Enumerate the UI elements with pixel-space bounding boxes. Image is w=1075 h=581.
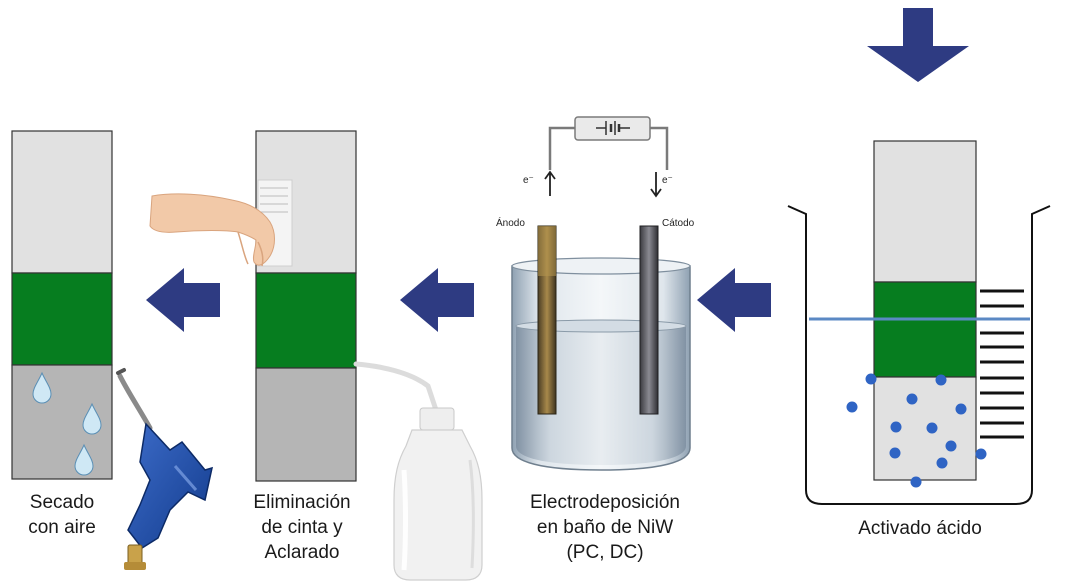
caption-line: Activado ácido: [858, 518, 982, 539]
electron-left-label: e⁻: [523, 175, 534, 186]
electron-right-label: e⁻: [662, 175, 673, 186]
caption-line: Electrodeposición: [530, 492, 680, 513]
process-arrow-icon: [697, 268, 771, 332]
water-droplet-icon: [74, 443, 94, 476]
caption-line: de cinta y: [261, 517, 343, 538]
acid-activation-beaker: [787, 140, 1051, 505]
water-droplet-icon: [82, 402, 102, 435]
air-blow-gun-icon: [116, 368, 214, 570]
caption-line: Secado: [29, 492, 95, 513]
caption-line: con aire: [28, 517, 96, 538]
caption-line: en baño de NiW: [536, 517, 674, 538]
electrodeposition-cell: e⁻ e⁻ Ánodo Cátodo: [496, 116, 695, 471]
hand-icon: [149, 193, 275, 267]
caption-tape-removal: Eliminación de cinta y Aclarado: [232, 490, 372, 565]
process-arrow-icon: [400, 268, 474, 332]
wash-bottle-icon: [353, 361, 483, 581]
power-supply-icon: [574, 116, 651, 141]
process-arrow-icon: [146, 268, 220, 332]
down-arrow-icon: [867, 8, 969, 82]
caption-drying: Secado con aire: [2, 490, 122, 540]
caption-line: (PC, DC): [566, 542, 644, 563]
cathode-label: Cátodo: [662, 218, 695, 229]
caption-line: Eliminación: [253, 492, 351, 513]
anode-label: Ánodo: [496, 216, 525, 229]
water-droplet-icon: [32, 371, 52, 404]
caption-electrodeposition: Electrodeposición en baño de NiW (PC, DC…: [495, 490, 715, 565]
caption-line: Aclarado: [264, 542, 340, 563]
caption-acid-activation: Activado ácido: [820, 516, 1020, 541]
